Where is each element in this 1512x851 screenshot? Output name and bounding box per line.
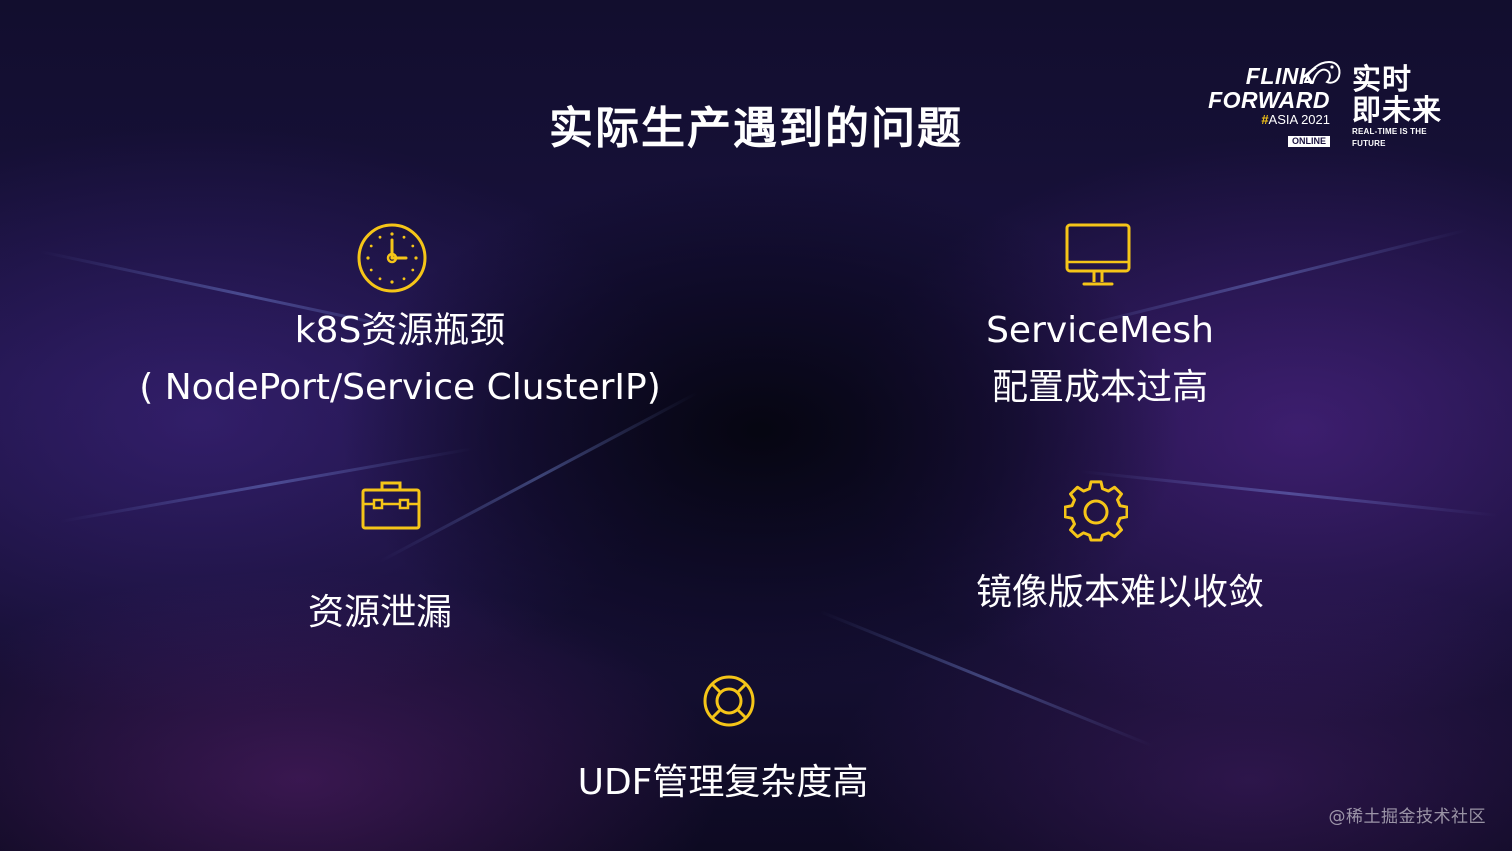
lifebuoy-icon xyxy=(702,674,756,728)
bg-streak xyxy=(379,391,699,563)
item-udf-management: UDF管理复杂度高 xyxy=(523,754,923,811)
brand-tagline: REAL-TIME IS THE FUTURE xyxy=(1352,127,1427,148)
item-label-line1: k8S资源瓶颈 xyxy=(294,310,506,351)
brand-line1: FLINK xyxy=(1245,63,1316,89)
brand-slogan: 实时 即未来 REAL-TIME IS THE FUTURE xyxy=(1352,64,1455,150)
brand-line2: FORWARD xyxy=(1208,87,1330,113)
juejin-watermark: @稀土掘金技术社区 xyxy=(1328,807,1486,827)
monitor-icon xyxy=(1064,222,1132,290)
bg-streak xyxy=(1079,470,1498,517)
brand-asia-text: ASIA 2021 xyxy=(1268,112,1330,127)
item-label-line2: ( NodePort/Service ClusterIP) xyxy=(139,367,661,408)
page-title: 实际生产遇到的问题 xyxy=(549,103,963,154)
item-label-line2: 配置成本过高 xyxy=(991,367,1208,408)
brand-online-badge: ONLINE xyxy=(1287,136,1330,147)
flink-forward-logo: FLINK FORWARD #ASIA 2021 ONLINE 实时 即未来 R… xyxy=(1195,58,1455,148)
brand-cn-line1: 实时 xyxy=(1352,62,1413,96)
toolbox-icon xyxy=(360,478,422,532)
item-label-line1: ServiceMesh xyxy=(986,310,1214,351)
item-k8s-bottleneck: k8S资源瓶颈 ( NodePort/Service ClusterIP) xyxy=(100,302,700,416)
item-resource-leak: 资源泄漏 xyxy=(180,584,580,641)
brand-hash: # xyxy=(1261,112,1269,127)
clock-icon xyxy=(356,222,428,294)
gear-icon xyxy=(1064,480,1128,544)
item-servicemesh-cost: ServiceMesh 配置成本过高 xyxy=(900,302,1300,416)
item-image-version: 镜像版本难以收敛 xyxy=(920,564,1320,621)
brand-asia: #ASIA 2021 xyxy=(1195,112,1330,128)
brand-wordmark: FLINK FORWARD #ASIA 2021 ONLINE xyxy=(1195,64,1330,152)
item-label-line1: 镜像版本难以收敛 xyxy=(975,572,1264,613)
squirrel-logo-icon xyxy=(1303,60,1341,84)
item-label-line1: UDF管理复杂度高 xyxy=(577,762,869,803)
bg-streak xyxy=(819,610,1155,748)
item-label-line1: 资源泄漏 xyxy=(307,592,452,633)
brand-cn-line2: 即未来 xyxy=(1352,93,1443,127)
